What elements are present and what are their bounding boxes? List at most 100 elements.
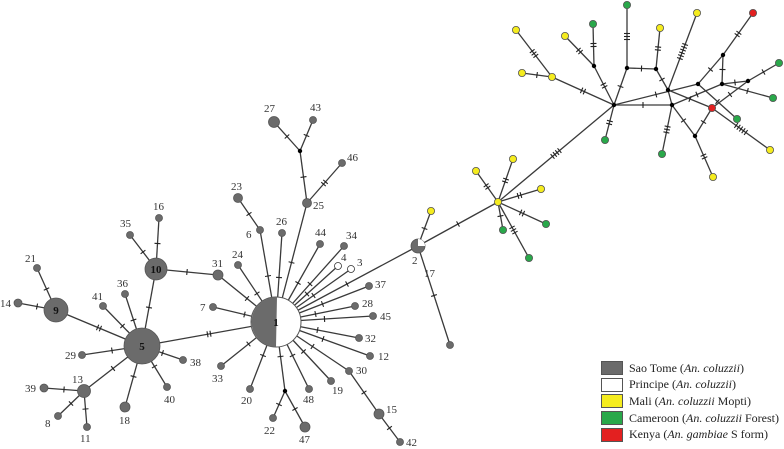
- haplotype-node-24: [234, 261, 242, 269]
- mutation-tick: [606, 119, 613, 123]
- mutation-tick: [485, 185, 491, 190]
- mutation-tick: [246, 211, 252, 217]
- haplotype-node-mali: [537, 184, 546, 193]
- haplotype-node-44: [316, 240, 324, 248]
- mutation-tick: [519, 192, 523, 199]
- mutation-tick: [98, 325, 103, 332]
- mutation-tick: [316, 326, 319, 334]
- node-label: 31: [212, 258, 223, 270]
- node-label: 9: [53, 305, 59, 317]
- mutation-tick: [345, 281, 349, 287]
- legend-item-mali: Mali (An. coluzzii Mopti): [601, 393, 779, 410]
- edge: [497, 188, 542, 203]
- haplotype-node-21: [33, 264, 41, 272]
- haplotype-node-7: [209, 303, 217, 311]
- mutation-tick: [654, 91, 658, 98]
- mutation-tick: [700, 153, 707, 157]
- median-vector-node: [611, 102, 617, 108]
- node-label: 33: [212, 373, 224, 385]
- haplotype-node-6: [256, 226, 264, 234]
- haplotype-node-mali: [518, 69, 527, 78]
- haplotype-node-30: [345, 367, 353, 375]
- node-label: 32: [365, 333, 376, 345]
- haplotype-node-19: [327, 377, 335, 385]
- haplotype-node-22: [269, 414, 277, 422]
- median-vector-node: [297, 148, 303, 154]
- haplotype-node-41: [99, 302, 107, 310]
- haplotype-node-mali: [471, 166, 480, 175]
- mutation-tick: [130, 375, 137, 378]
- node-label: 7: [200, 302, 206, 314]
- node-label: 40: [164, 394, 176, 406]
- mutation-tick: [502, 177, 510, 181]
- node-label: 19: [332, 385, 344, 397]
- mutation-tick: [276, 402, 282, 407]
- mutation-tick: [483, 183, 489, 188]
- node-label: 2: [412, 255, 418, 267]
- mutation-tick: [552, 151, 558, 158]
- node-label: 26: [276, 216, 288, 228]
- mutation-tick: [550, 153, 555, 160]
- mutation-tick: [575, 47, 581, 53]
- legend-item-sao-tome: Sao Tome (An. coluzzii): [601, 360, 779, 377]
- edge: [592, 23, 595, 67]
- legend-label: Kenya (An. gambiae S form): [629, 427, 768, 442]
- mutation-tick: [761, 69, 766, 75]
- node-labels: 1234567891011121314151617181920212223242…: [0, 102, 436, 449]
- haplotype-node-cameroon: [658, 149, 667, 158]
- mutation-tick: [664, 125, 671, 128]
- haplotype-node-cameroon: [542, 219, 551, 228]
- mutation-tick: [292, 407, 298, 411]
- edge: [593, 65, 615, 106]
- haplotype-node-39: [39, 383, 49, 393]
- mutation-tick: [145, 306, 153, 309]
- haplotype-node-10: [144, 257, 168, 281]
- node-label: 27: [264, 103, 276, 115]
- haplotype-node-cameroon: [769, 94, 778, 103]
- legend-swatch: [601, 361, 623, 376]
- haplotype-node-33: [217, 362, 225, 370]
- mutation-tick: [130, 318, 137, 322]
- node-label: 18: [119, 415, 131, 427]
- haplotype-node-mali: [561, 32, 570, 41]
- mutation-tick: [246, 341, 251, 347]
- legend: Sao Tome (An. coluzzii)Principe (An. col…: [601, 360, 779, 443]
- haplotype-node-31: [212, 269, 224, 281]
- mutation-tick: [430, 294, 438, 297]
- haplotype-node-mali: [709, 172, 718, 181]
- haplotype-node-mali: [548, 73, 557, 82]
- mutation-tick: [140, 249, 146, 255]
- node-label: 43: [310, 102, 322, 114]
- haplotype-node-36: [121, 290, 129, 298]
- mutation-tick: [386, 425, 393, 431]
- mutation-tick: [510, 228, 517, 232]
- node-label: 17: [424, 268, 436, 280]
- mutation-tick: [314, 310, 317, 318]
- edge: [497, 158, 514, 203]
- node-label: 13: [72, 374, 84, 386]
- mutation-tick: [361, 390, 367, 395]
- edge: [667, 89, 673, 106]
- haplotype-node-15: [373, 408, 385, 420]
- mutation-tick: [295, 281, 301, 285]
- mutation-tick: [536, 71, 538, 79]
- legend-label: Principe (An. coluzzii): [629, 377, 736, 392]
- node-label: 5: [139, 341, 145, 353]
- pie-slice-principe: [418, 239, 425, 246]
- mutation-tick: [95, 324, 100, 331]
- mutation-tick: [606, 122, 613, 126]
- haplotype-node-32: [355, 334, 363, 342]
- mutation-tick: [512, 230, 518, 235]
- mutation-tick: [741, 128, 746, 134]
- mutation-tick: [304, 291, 310, 297]
- haplotype-node-cameroon: [623, 1, 632, 9]
- mutation-tick: [529, 48, 535, 54]
- node-label: 47: [299, 434, 311, 446]
- haplotype-node-13: [77, 384, 91, 398]
- network-nodes: [13, 1, 784, 446]
- node-label: 46: [347, 152, 359, 164]
- mutation-tick: [727, 91, 733, 98]
- legend-swatch: [601, 411, 623, 426]
- median-vector-node: [692, 133, 698, 139]
